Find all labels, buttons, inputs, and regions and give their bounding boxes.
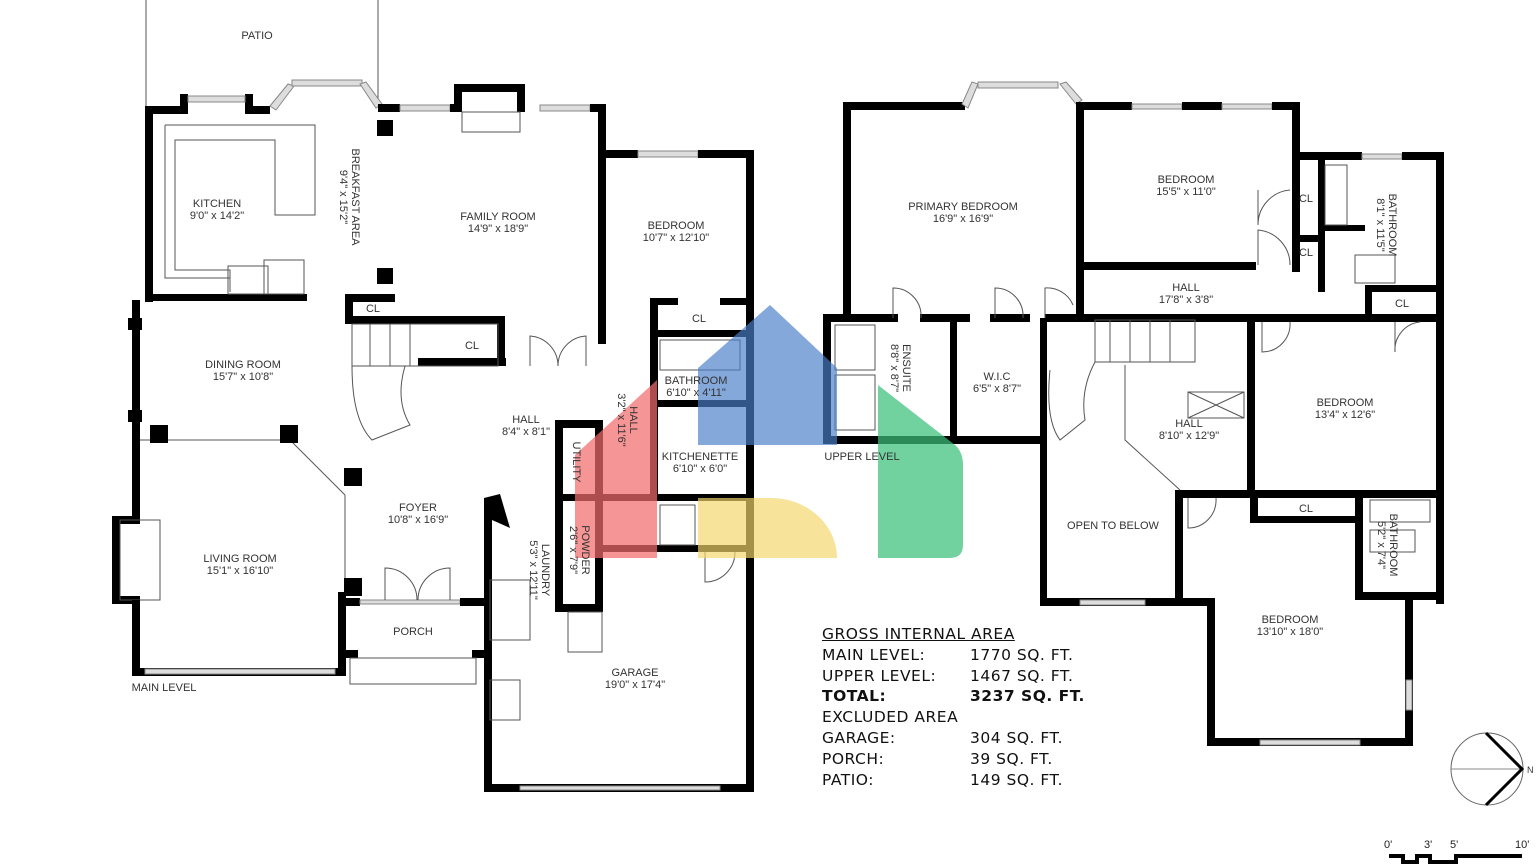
label-family-room-size: 14'9" x 18'9" <box>468 223 528 235</box>
scale-bar: 0' 3' 5' 10' <box>1384 839 1529 864</box>
excluded-row: PORCH: 39 SQ. FT. <box>822 749 1085 770</box>
label-bedroom: BEDROOM <box>1158 174 1215 186</box>
area-label: MAIN LEVEL: <box>822 645 926 664</box>
label-primary-bedroom-size: 16'9" x 16'9" <box>933 213 993 225</box>
label-kitchen: KITCHEN <box>193 198 241 210</box>
label-wic-size: 6'5" x 8'7" <box>973 383 1021 395</box>
label-hall-small-size: 3'2" x 11'6" <box>615 393 627 446</box>
area-summary: GROSS INTERNAL AREA MAIN LEVEL: 1770 SQ. … <box>822 624 1085 790</box>
label-foyer: FOYER <box>399 502 437 514</box>
label-open-to-below: OPEN TO BELOW <box>1067 520 1160 532</box>
label-porch: PORCH <box>393 626 433 638</box>
scale-tick: 0' <box>1384 839 1392 851</box>
area-value: 149 SQ. FT. <box>970 770 1064 789</box>
area-row-total: TOTAL: 3237 SQ. FT. <box>822 686 1085 707</box>
label-powder: POWDER <box>579 525 591 575</box>
label-bathroom-size: 5'2" x 7'4" <box>1375 521 1387 569</box>
label-cl: CL <box>1299 247 1313 259</box>
label-bedroom: BEDROOM <box>648 220 705 232</box>
label-hall: HALL <box>1172 282 1200 294</box>
label-bathroom: BATHROOM <box>665 375 728 387</box>
area-value: 3237 SQ. FT. <box>970 687 1085 706</box>
upper-stairs <box>1048 319 1196 491</box>
area-label: PATIO: <box>822 770 874 789</box>
label-family-room: FAMILY ROOM <box>460 211 535 223</box>
gross-area-heading: GROSS INTERNAL AREA <box>822 625 1015 643</box>
area-label: PORCH: <box>822 749 885 768</box>
area-value: 1770 SQ. FT. <box>970 645 1074 664</box>
label-bedroom-size: 13'10" x 18'0" <box>1257 626 1324 638</box>
label-cl: CL <box>1299 503 1313 515</box>
label-kitchenette-size: 6'10" x 6'0" <box>673 463 727 475</box>
scale-tick: 3' <box>1424 839 1432 851</box>
label-wic: W.I.C <box>984 371 1011 383</box>
label-cl: CL <box>1299 193 1313 205</box>
north-arrow-icon: N <box>1450 731 1534 807</box>
excluded-area-heading: EXCLUDED AREA <box>822 708 959 727</box>
scale-tick: 10' <box>1515 839 1529 851</box>
label-cl: CL <box>692 313 706 325</box>
label-hall: HALL <box>512 414 540 426</box>
label-living-room: LIVING ROOM <box>203 553 276 565</box>
label-bedroom-size: 10'7" x 12'10" <box>643 232 710 244</box>
excluded-row: PATIO: 149 SQ. FT. <box>822 770 1085 791</box>
upper-level-label: UPPER LEVEL <box>824 451 899 463</box>
label-laundry-size: 5'3" x 12'11" <box>527 540 539 600</box>
label-hall-size: 8'4" x 8'1" <box>502 426 550 438</box>
label-utility: UTILITY <box>570 442 582 484</box>
area-value: 1467 SQ. FT. <box>970 666 1074 685</box>
label-cl: CL <box>465 340 479 352</box>
label-primary-bedroom: PRIMARY BEDROOM <box>908 201 1018 213</box>
excluded-row: GARAGE: 304 SQ. FT. <box>822 728 1085 749</box>
label-cl: CL <box>366 303 380 315</box>
label-cl: CL <box>1395 298 1409 310</box>
label-ensuite-size: 8'8" x 8'7" <box>888 344 900 392</box>
label-hall-small: HALL <box>627 406 639 434</box>
label-bathroom: BATHROOM <box>1387 514 1399 577</box>
label-dining-room: DINING ROOM <box>205 359 281 371</box>
label-breakfast: BREAKFAST AREA <box>349 148 361 246</box>
scale-tick: 5' <box>1450 839 1458 851</box>
area-value: 39 SQ. FT. <box>970 749 1053 768</box>
main-level-label: MAIN LEVEL <box>132 682 197 694</box>
label-laundry: LAUNDRY <box>539 544 551 597</box>
label-garage-size: 19'0" x 17'4" <box>605 679 665 691</box>
main-stairs <box>351 323 499 441</box>
area-label: GARAGE: <box>822 728 896 747</box>
area-row: UPPER LEVEL: 1467 SQ. FT. <box>822 666 1085 687</box>
area-label: UPPER LEVEL: <box>822 666 937 685</box>
label-bedroom: BEDROOM <box>1317 397 1374 409</box>
label-bedroom-size: 13'4" x 12'6" <box>1315 409 1375 421</box>
label-patio: PATIO <box>241 30 273 42</box>
label-bathroom-size: 8'1" x 11'5" <box>1374 198 1386 251</box>
label-bedroom-size: 15'5" x 11'0" <box>1156 186 1216 198</box>
label-foyer-size: 10'8" x 16'9" <box>388 514 448 526</box>
area-row: MAIN LEVEL: 1770 SQ. FT. <box>822 645 1085 666</box>
label-hall-size: 8'10" x 12'9" <box>1159 430 1219 442</box>
label-bathroom-size: 6'10" x 4'11" <box>666 387 726 399</box>
label-kitchen-size: 9'0" x 14'2" <box>190 210 244 222</box>
label-bathroom: BATHROOM <box>1386 194 1398 257</box>
label-living-room-size: 15'1" x 16'10" <box>207 565 274 577</box>
label-powder-size: 2'6" x 7'9" <box>567 526 579 574</box>
label-bedroom: BEDROOM <box>1262 614 1319 626</box>
label-hall: HALL <box>1175 418 1203 430</box>
label-garage: GARAGE <box>611 667 658 679</box>
area-label: TOTAL: <box>822 687 887 706</box>
label-ensuite: ENSUITE <box>900 344 912 392</box>
label-breakfast-size: 9'4" x 15'2" <box>337 170 349 224</box>
label-dining-room-size: 15'7" x 10'8" <box>213 371 273 383</box>
compass-label: N <box>1527 765 1534 775</box>
area-value: 304 SQ. FT. <box>970 728 1064 747</box>
label-kitchenette: KITCHENETTE <box>662 451 738 463</box>
house-logo-icon <box>575 305 963 558</box>
label-hall-size: 17'8" x 3'8" <box>1159 294 1213 306</box>
room-labels: PATIO KITCHEN 9'0" x 14'2" BREAKFAST ARE… <box>132 30 1409 694</box>
